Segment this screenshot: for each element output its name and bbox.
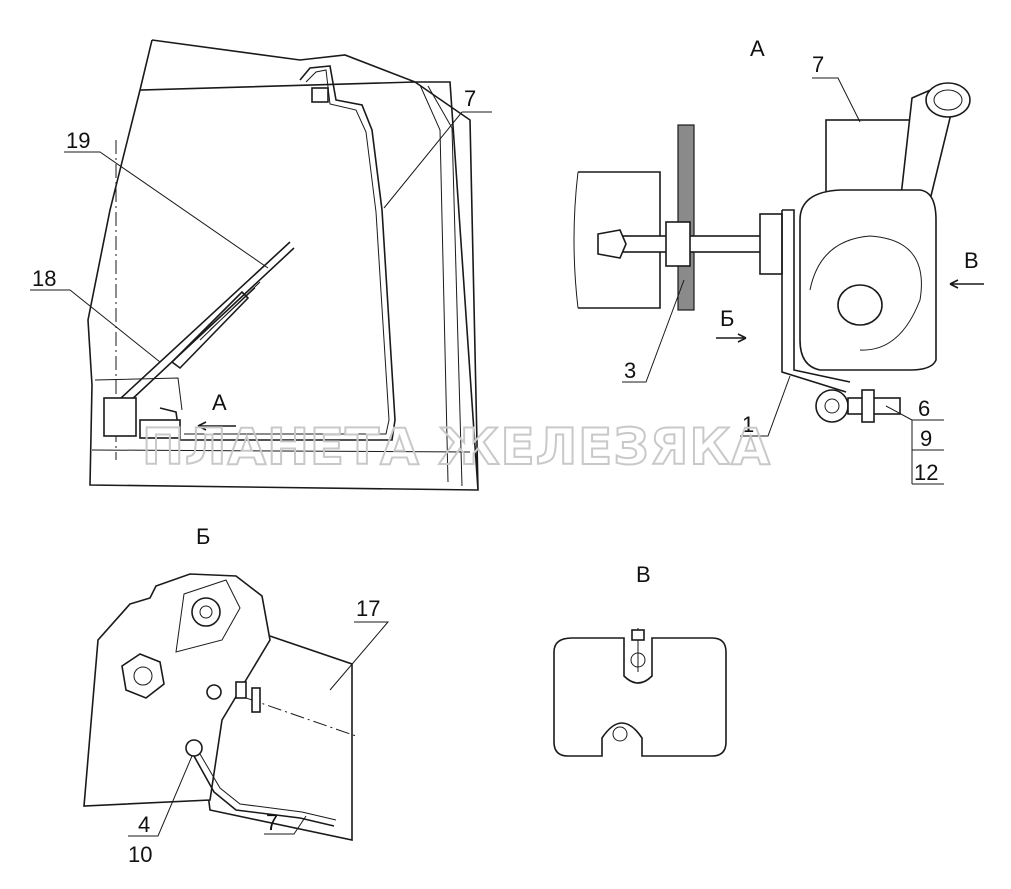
view-a-title: А: [750, 36, 765, 61]
small-screw: [206, 684, 222, 700]
callout-19: 19: [66, 128, 90, 153]
callout-6: 6: [918, 396, 930, 421]
lower-nut: [815, 389, 849, 423]
callout-10: 10: [128, 842, 152, 867]
hex-nut-center: [133, 666, 153, 686]
view-v: В: [553, 562, 727, 757]
leader-4-10: [128, 755, 193, 837]
bulkhead-break: [573, 171, 579, 309]
view-b-title: Б: [196, 524, 210, 549]
tank-upper: [825, 119, 911, 195]
view-a-arrow-b: [716, 333, 747, 343]
callout-7-b: 7: [266, 810, 278, 835]
watermark: ПЛАНЕТА ЖЕЛЕЗЯКА: [142, 418, 771, 476]
mounting-plate: [83, 573, 271, 807]
callout-17: 17: [356, 596, 380, 621]
leader-7-b: [264, 815, 307, 835]
main-view-section-arrow: [197, 421, 236, 431]
washer-nozzle: [311, 87, 329, 103]
cab-edge-inner: [419, 84, 449, 483]
clip: [235, 681, 247, 699]
tube-b-2: [199, 753, 337, 821]
tank-motor-curve: [809, 235, 922, 351]
leader-18: [30, 289, 161, 363]
bolt-head: [597, 229, 627, 259]
bracket-plate: [553, 637, 727, 757]
leader-3: [622, 279, 685, 383]
view-a-arrow-v: [949, 279, 984, 289]
wiper-blade-2: [199, 281, 261, 341]
crank-pivot-inner: [199, 605, 213, 619]
wiper-motor-block-2: [139, 419, 181, 439]
callout-7-main: 7: [464, 86, 476, 111]
leader-7-a: [812, 77, 861, 123]
leader-7-main: [383, 111, 492, 209]
nut-left: [665, 221, 691, 267]
tank-cap: [837, 284, 883, 326]
hex-nut: [121, 653, 165, 699]
crank-arm: [175, 579, 241, 653]
nut-right: [759, 213, 783, 275]
cab-outline: [87, 39, 479, 491]
bolt-shank: [619, 235, 781, 253]
main-view-arrow-label: А: [212, 390, 227, 415]
leader-19: [64, 151, 269, 269]
lower-washer: [861, 389, 875, 423]
callout-9: 9: [920, 426, 932, 451]
callout-3: 3: [624, 358, 636, 383]
leader-17: [329, 621, 390, 691]
view-b: Б 17 4 10 7: [83, 524, 390, 867]
cab-sill: [91, 377, 471, 453]
tank-hose-end-inner: [933, 89, 963, 111]
hatched-panel: [677, 124, 695, 311]
wiper-arm: [107, 241, 295, 417]
view-v-title: В: [636, 562, 651, 587]
view-a: А Б В 7 3 1: [573, 36, 984, 485]
callout-12: 12: [914, 460, 938, 485]
wiper-blade: [170, 290, 250, 370]
upper-tab: [631, 629, 645, 641]
view-a-arrow-v-label: В: [964, 248, 979, 273]
callout-1: 1: [742, 412, 754, 437]
tube-b: [193, 755, 335, 827]
leader-1: [740, 375, 791, 437]
cab-edge-inner-2: [427, 85, 463, 487]
callout-18: 18: [32, 266, 56, 291]
main-view: А 19 18 7: [30, 39, 492, 491]
leader-6-9-12: [885, 405, 944, 485]
view-a-arrow-b-label: Б: [720, 306, 734, 331]
crank-pivot: [191, 597, 221, 627]
callout-4: 4: [138, 812, 150, 837]
bracket: [781, 209, 851, 393]
clip-2: [251, 687, 261, 713]
lower-hole: [612, 726, 628, 742]
tank-hose-end: [925, 82, 971, 118]
lower-screw: [185, 739, 203, 757]
tank-body: [799, 189, 937, 371]
washer-tube-2: [184, 69, 390, 435]
lower-nut-inner: [824, 398, 840, 414]
callout-7-a: 7: [812, 52, 824, 77]
wiper-motor-block: [103, 397, 137, 437]
